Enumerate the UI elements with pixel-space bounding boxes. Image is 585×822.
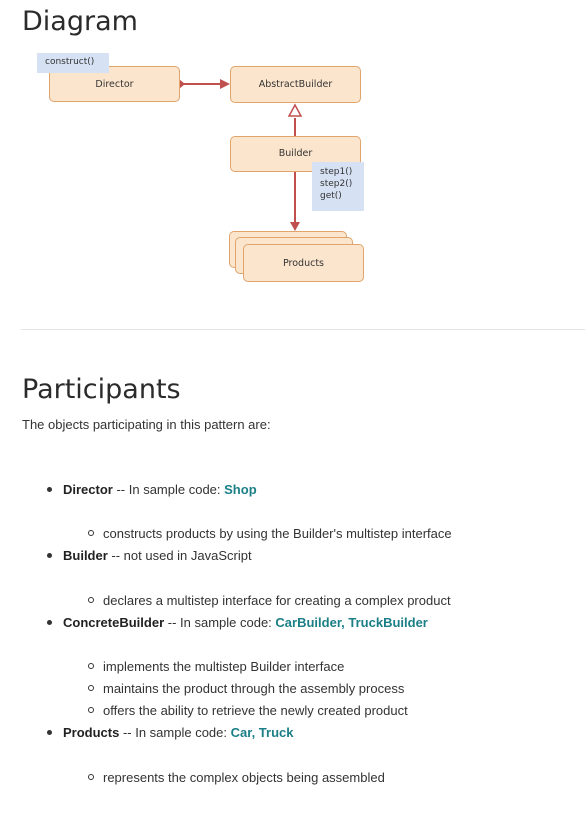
sub-bullet xyxy=(88,663,94,669)
sub-bullet xyxy=(88,597,94,603)
bullet xyxy=(47,730,52,735)
sub-bullet xyxy=(88,685,94,691)
participant-name: Builder xyxy=(63,548,108,563)
participant-sep: -- In sample code: xyxy=(112,482,225,497)
sample-code: Shop xyxy=(224,482,257,497)
participants-intro: The objects participating in this patter… xyxy=(22,417,271,432)
sub-bullet xyxy=(88,530,94,536)
bullet xyxy=(47,620,52,625)
builder-note-step1: step1() xyxy=(320,167,353,177)
detail-text: maintains the product through the assemb… xyxy=(103,681,405,696)
participant-line: Products -- In sample code: Car, Truck xyxy=(63,725,294,740)
participant-line: Director -- In sample code: Shop xyxy=(63,482,257,497)
builder-box: Builder xyxy=(230,136,361,172)
inheritance-triangle xyxy=(287,103,303,117)
sample-code: CarBuilder, TruckBuilder xyxy=(275,615,428,630)
participant-name: ConcreteBuilder xyxy=(63,615,165,630)
director-note: construct() xyxy=(37,53,109,73)
detail-text: declares a multistep interface for creat… xyxy=(103,593,451,608)
participant-sep: -- In sample code: xyxy=(164,615,276,630)
products-arrowhead xyxy=(290,222,300,231)
detail-text: offers the ability to retrieve the newly… xyxy=(103,703,408,718)
builder-note-step2: step2() xyxy=(320,179,353,189)
section-divider xyxy=(21,329,585,330)
participant-name: Director xyxy=(63,482,113,497)
abstract-builder-box: AbstractBuilder xyxy=(230,66,361,103)
sub-bullet xyxy=(88,774,94,780)
participant-line: ConcreteBuilder -- In sample code: CarBu… xyxy=(63,615,428,630)
sample-code: Car, Truck xyxy=(230,725,294,740)
participant-line: Builder -- not used in JavaScript xyxy=(63,548,252,563)
detail-text: represents the complex objects being ass… xyxy=(103,770,385,785)
participant-sep: -- not used in JavaScript xyxy=(107,548,252,563)
participant-name: Products xyxy=(63,725,120,740)
builder-note: step1() step2() get() xyxy=(312,162,364,211)
sub-bullet xyxy=(88,707,94,713)
participant-sep: -- In sample code: xyxy=(119,725,231,740)
bullet xyxy=(47,553,52,558)
detail-text: implements the multistep Builder interfa… xyxy=(103,659,345,674)
link-arrowhead xyxy=(220,79,230,89)
products-box: Products xyxy=(243,244,364,282)
builder-note-get: get() xyxy=(320,191,342,201)
participants-heading: Participants xyxy=(22,374,181,405)
diagram-heading: Diagram xyxy=(22,6,138,37)
detail-text: constructs products by using the Builder… xyxy=(103,526,452,541)
bullet xyxy=(47,487,52,492)
